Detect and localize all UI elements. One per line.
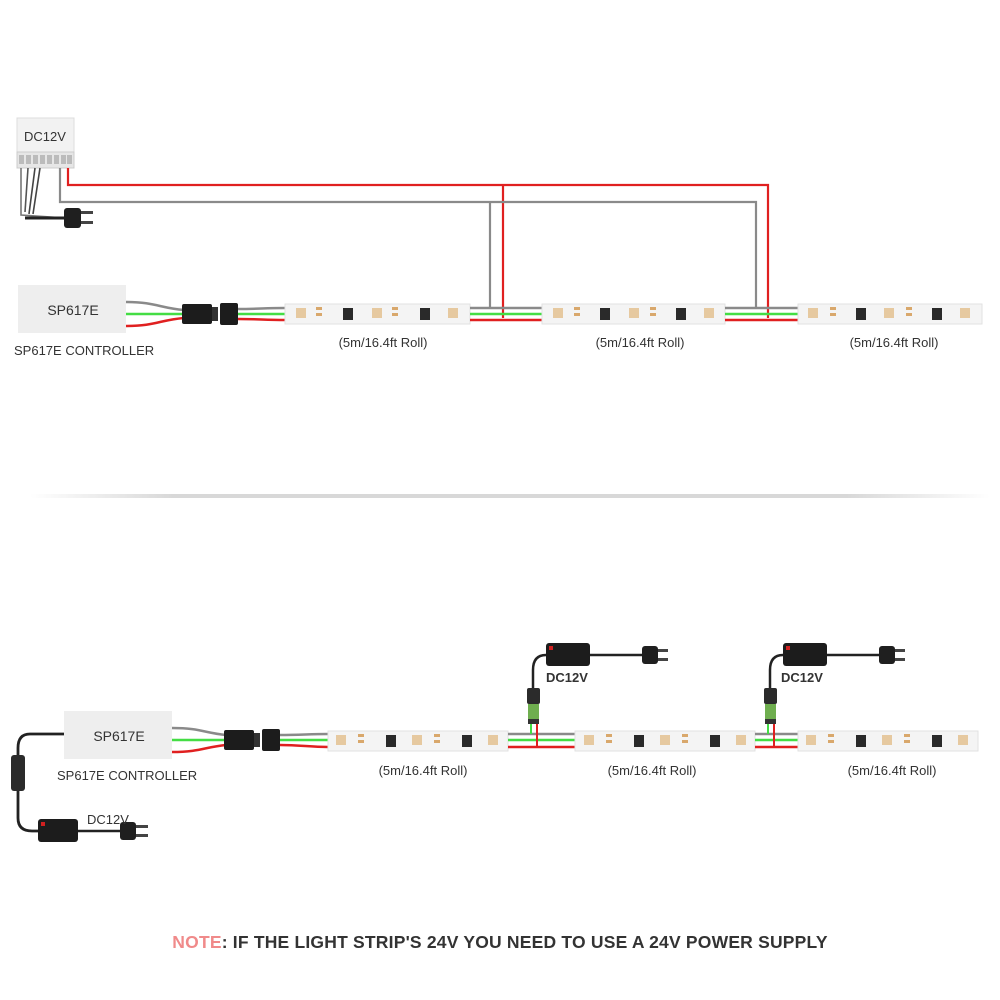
bottom-controller: SP617E SP617E CONTROLLER xyxy=(57,711,197,783)
bottom-adapter-main xyxy=(38,819,148,842)
bottom-strip-1 xyxy=(327,730,509,752)
top-power-supply: DC12V xyxy=(16,117,75,169)
bottom-strip-join-2 xyxy=(755,732,798,749)
top-controller-box-label: SP617E xyxy=(47,302,98,318)
psu-terminal-block xyxy=(19,155,72,164)
bottom-strip-join-1 xyxy=(508,732,575,749)
bottom-lead-wires xyxy=(279,732,329,749)
top-controller-caption: SP617E CONTROLLER xyxy=(14,343,154,358)
top-controller: SP617E SP617E CONTROLLER xyxy=(14,285,154,358)
bottom-injection-adapter-1 xyxy=(527,643,668,747)
bottom-roll-label-2: (5m/16.4ft Roll) xyxy=(608,763,697,778)
note-text: : IF THE LIGHT STRIP'S 24V YOU NEED TO U… xyxy=(221,932,828,952)
top-ac-cord xyxy=(20,167,67,220)
top-strip-1 xyxy=(284,303,471,325)
top-strip-join-2 xyxy=(725,306,798,322)
bottom-dc-jack-icon xyxy=(11,755,25,791)
top-roll-label-1: (5m/16.4ft Roll) xyxy=(339,335,428,350)
section-divider xyxy=(30,494,990,498)
bottom-controller-box-label: SP617E xyxy=(93,728,144,744)
top-power-bus xyxy=(58,168,770,318)
top-ac-plug-icon xyxy=(64,208,93,228)
bottom-roll-label-3: (5m/16.4ft Roll) xyxy=(848,763,937,778)
top-strip-2 xyxy=(541,303,726,325)
top-roll-label-3: (5m/16.4ft Roll) xyxy=(850,335,939,350)
bottom-adapter-label-main: DC12V xyxy=(87,812,129,827)
top-diagram: DC12V xyxy=(14,117,983,358)
top-psu-label: DC12V xyxy=(24,129,66,144)
top-strip-3 xyxy=(797,303,983,325)
bottom-diagram: SP617E SP617E CONTROLLER DC12V xyxy=(11,643,979,842)
bottom-strip-3 xyxy=(797,730,979,752)
bottom-connector xyxy=(224,729,280,751)
bottom-strip-2 xyxy=(574,730,756,752)
top-controller-wires xyxy=(125,300,185,328)
top-lead-wires xyxy=(237,306,286,322)
bottom-adapter-label-1: DC12V xyxy=(546,670,588,685)
note-prefix: NOTE xyxy=(172,932,222,952)
bottom-controller-caption: SP617E CONTROLLER xyxy=(57,768,197,783)
power-supply-note: NOTE: IF THE LIGHT STRIP'S 24V YOU NEED … xyxy=(0,932,1000,953)
bottom-injection-adapter-2 xyxy=(764,643,905,747)
bottom-controller-wires xyxy=(171,726,227,754)
bottom-roll-label-1: (5m/16.4ft Roll) xyxy=(379,763,468,778)
top-roll-label-2: (5m/16.4ft Roll) xyxy=(596,335,685,350)
top-connector xyxy=(182,303,238,325)
top-strip-join-1 xyxy=(470,306,542,322)
bottom-adapter-label-2: DC12V xyxy=(781,670,823,685)
